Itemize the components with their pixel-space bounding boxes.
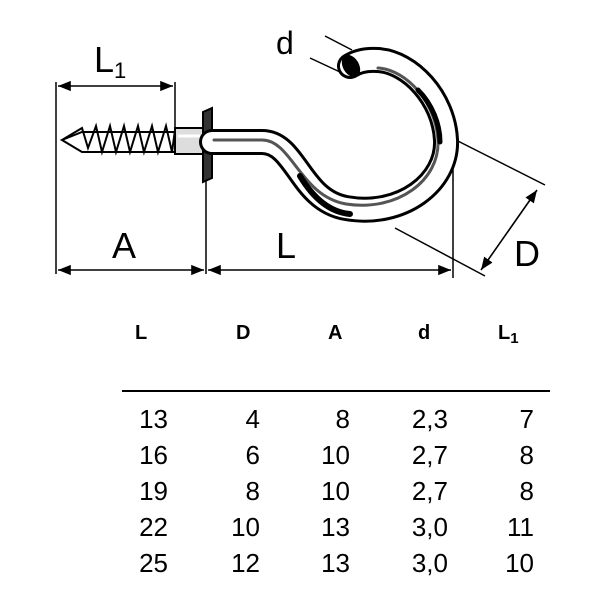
cell-D: 12 — [231, 548, 260, 578]
cell-L1: 10 — [505, 548, 534, 578]
cell-d: 3,0 — [411, 548, 448, 578]
cell-d: 2,7 — [411, 476, 448, 506]
table-rule — [122, 390, 550, 392]
header-d: d — [418, 322, 431, 344]
cell-L: 25 — [139, 548, 168, 578]
cell-D: 4 — [245, 404, 260, 434]
cell-A: 8 — [335, 404, 350, 434]
label-A: A — [112, 225, 136, 266]
cell-D: 10 — [231, 512, 260, 542]
cell-L: 13 — [139, 404, 168, 434]
label-L: L — [276, 225, 296, 266]
cell-D: 6 — [245, 440, 260, 470]
cell-A: 13 — [321, 548, 350, 578]
cell-d: 3,0 — [411, 512, 448, 542]
cell-L1: 8 — [519, 476, 534, 506]
dimension-table: L D A d L1 13 4 8 2,3 7 16 6 10 2,7 8 19… — [0, 300, 600, 600]
cell-L1: 8 — [519, 440, 534, 470]
cell-A: 10 — [321, 440, 350, 470]
dim-line-D — [480, 189, 538, 271]
header-D: D — [236, 322, 251, 344]
cell-L1: 11 — [507, 512, 534, 542]
cell-L: 22 — [139, 512, 168, 542]
cell-d: 2,3 — [411, 404, 448, 434]
cell-D: 8 — [245, 476, 260, 506]
label-d: d — [276, 25, 294, 61]
header-A: A — [328, 322, 343, 344]
cell-A: 10 — [321, 476, 350, 506]
hook-body — [199, 46, 459, 223]
threaded-shank — [59, 122, 176, 156]
cell-A: 13 — [321, 512, 350, 542]
cell-L: 19 — [139, 476, 168, 506]
cell-d: 2,7 — [411, 440, 448, 470]
cell-L1: 7 — [519, 404, 534, 434]
header-L: L — [135, 322, 148, 344]
cell-L: 16 — [139, 440, 168, 470]
label-D: D — [514, 233, 540, 274]
header-L1: L1 — [498, 322, 519, 347]
label-L1: L1 — [94, 39, 126, 83]
screw-hook-drawing: L1 A L d D — [55, 25, 546, 278]
dimension-lines — [57, 80, 538, 276]
